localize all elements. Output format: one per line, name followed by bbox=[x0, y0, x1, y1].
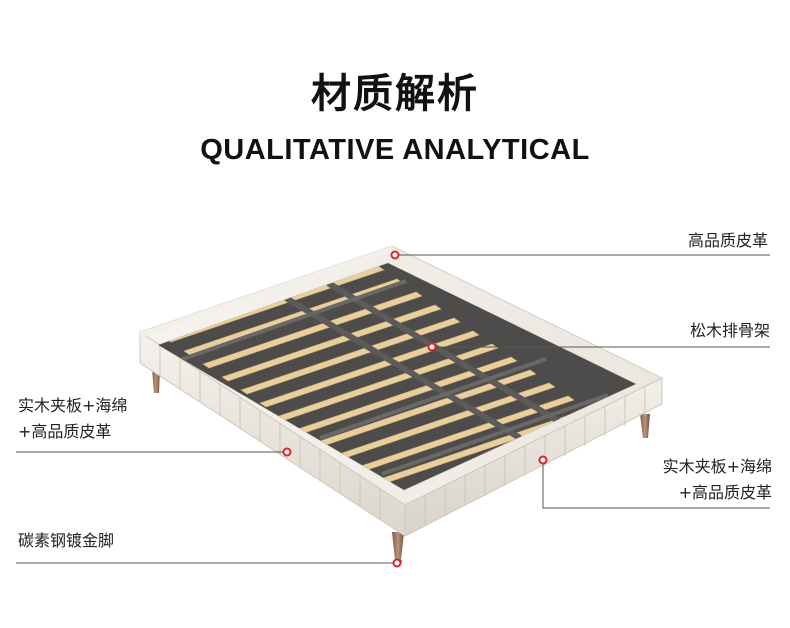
steel-cross-bars bbox=[179, 279, 609, 476]
upholstered-frame bbox=[138, 245, 664, 537]
marker-leather-top bbox=[390, 250, 400, 260]
frame-back-side bbox=[140, 246, 392, 338]
slat-platform bbox=[158, 263, 636, 490]
leader-right-panel bbox=[542, 460, 770, 509]
marker-legs bbox=[392, 558, 402, 568]
page-title: 材质解析 bbox=[311, 71, 479, 117]
steel-rails bbox=[284, 280, 562, 441]
callout-legs: 碳素钢镀金脚 bbox=[18, 531, 115, 550]
leg-front bbox=[392, 532, 404, 560]
callout-right-panel-line2: +高品质皮革 bbox=[678, 483, 772, 502]
frame-right-side bbox=[404, 377, 663, 537]
page-subtitle: QUALITATIVE ANALYTICAL bbox=[200, 134, 590, 166]
leg-right bbox=[640, 414, 650, 438]
leader-lines bbox=[16, 254, 770, 564]
callout-left-panel-line2: +高品质皮革 bbox=[18, 422, 112, 441]
marker-left-panel bbox=[282, 447, 292, 457]
callout-left-panel-line1: 实木夹板+海绵 bbox=[18, 396, 128, 415]
marker-slats bbox=[427, 342, 437, 352]
callout-leather-top: 高品质皮革 bbox=[687, 231, 768, 250]
markers bbox=[282, 250, 548, 568]
callout-right-panel-line1: 实木夹板+海绵 bbox=[662, 457, 772, 476]
callout-slats: 松木排骨架 bbox=[689, 321, 770, 340]
frame-left-channels bbox=[159, 345, 381, 519]
marker-right-panel bbox=[538, 455, 548, 465]
